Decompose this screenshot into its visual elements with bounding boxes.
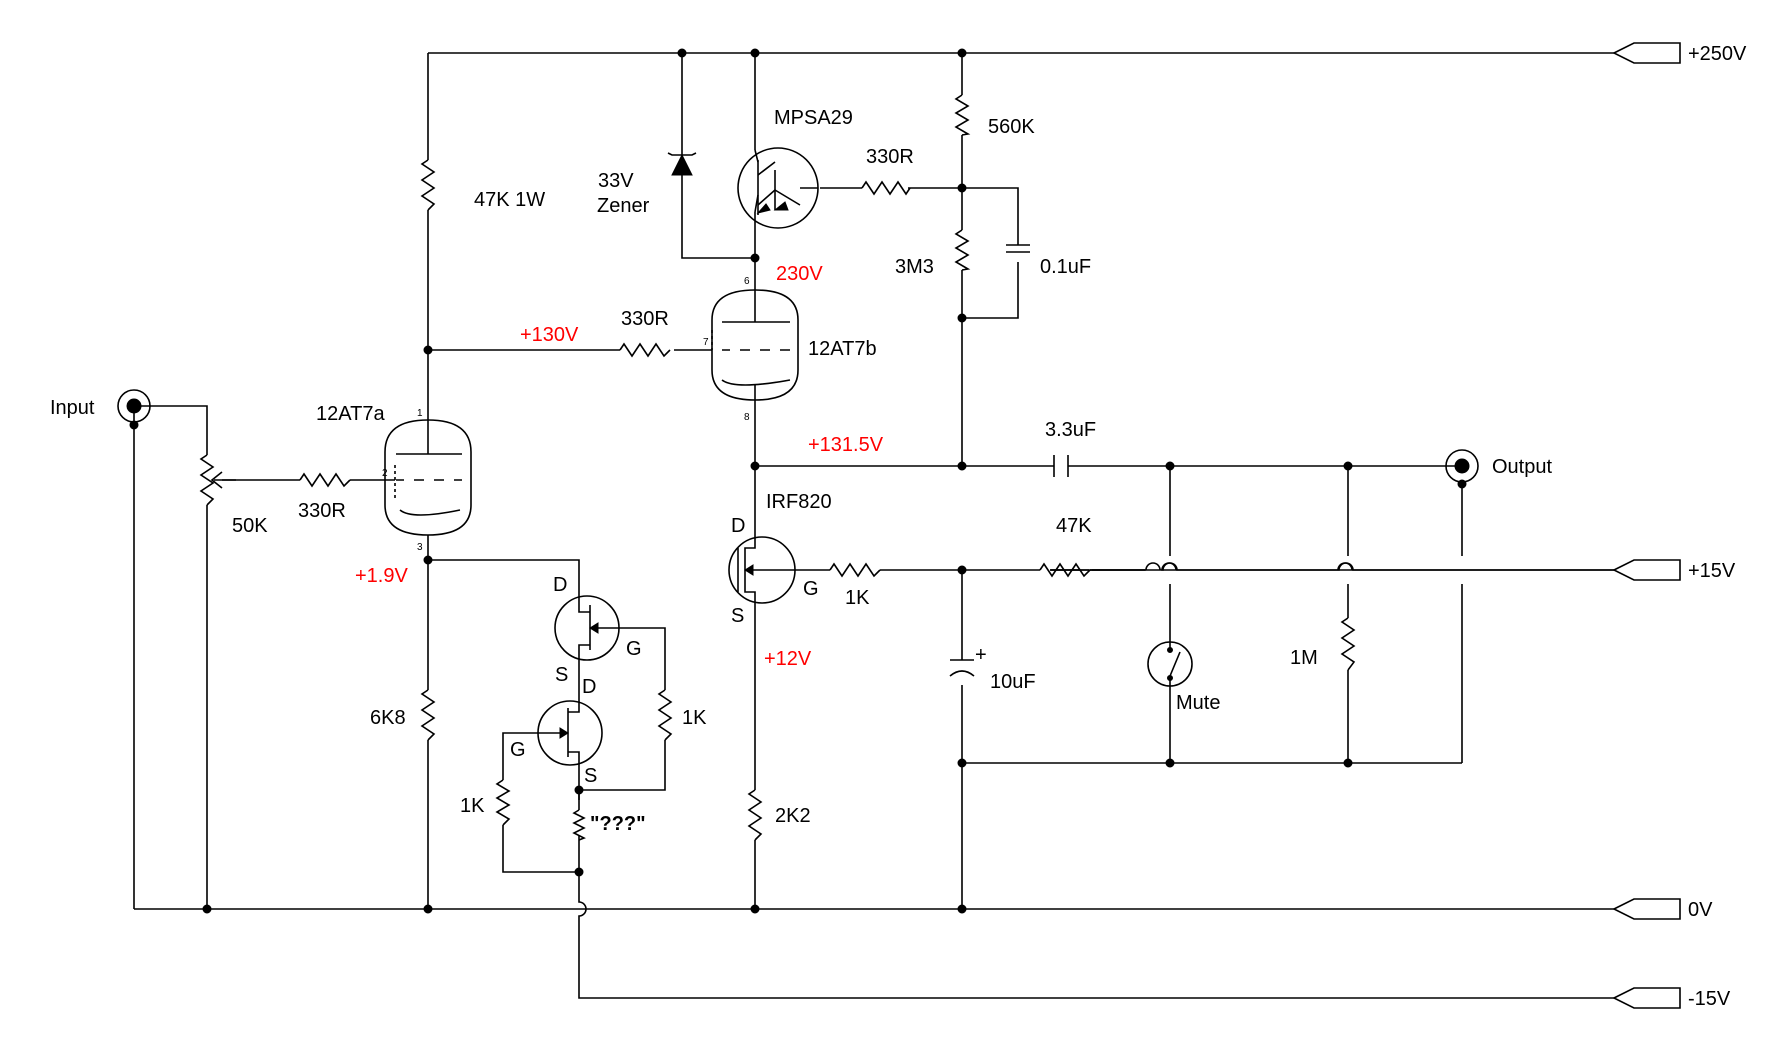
resistor-1k-gate <box>829 562 881 578</box>
voltage-131-5v: +131.5V <box>808 434 884 456</box>
tube-b-pin-6: 6 <box>744 276 750 287</box>
resistor-unknown <box>572 809 586 841</box>
jfet-upper-d-pin: D <box>553 574 567 596</box>
r-unknown-label: "???" <box>590 813 646 835</box>
resistor-1k-jfet2 <box>495 779 511 826</box>
resistor-3m3 <box>954 229 971 271</box>
irf820-label: IRF820 <box>766 491 832 513</box>
voltage-12v: +12V <box>764 648 812 670</box>
r-47k-1w-label: 47K 1W <box>474 189 545 211</box>
rail-minus15-label: -15V <box>1688 988 1731 1010</box>
potentiometer-50k <box>199 454 236 506</box>
terminal-flags <box>1612 42 1681 1009</box>
rail-plus250-label: +250V <box>1688 43 1747 65</box>
jfet-upper-s-pin: S <box>555 664 568 686</box>
tube-a-pin-1: 1 <box>417 408 423 419</box>
jfet-upper <box>554 595 620 661</box>
jfet-upper-g-pin: G <box>626 638 642 660</box>
irf820-g-pin: G <box>803 578 819 600</box>
r-330r-grid-b-label: 330R <box>621 308 669 330</box>
voltage-230v: 230V <box>776 263 823 285</box>
jfet-lower-g-pin: G <box>510 739 526 761</box>
c-10uf-plus: + <box>975 644 987 666</box>
tube-a-pin-3: 3 <box>417 542 423 553</box>
r-47k-label: 47K <box>1056 515 1092 537</box>
r-6k8-label: 6K8 <box>370 707 406 729</box>
resistor-330r-grid-a <box>299 472 351 488</box>
zener-diode <box>667 152 697 176</box>
mute-switch <box>1147 641 1193 687</box>
resistor-1k-jfet1 <box>657 689 673 741</box>
resistor-2k2 <box>747 789 763 841</box>
rail-zero-label: 0V <box>1688 899 1713 921</box>
tube-b-label: 12AT7b <box>808 338 877 360</box>
voltage-130v: +130V <box>520 324 579 346</box>
irf820-s-pin: S <box>731 605 744 627</box>
pot-50k-label: 50K <box>232 515 268 537</box>
capacitor-3-3uf <box>1053 455 1069 477</box>
resistor-560k <box>954 94 971 136</box>
tube-b-pin-7: 7 <box>703 337 709 348</box>
tube-a-pin-2: 2 <box>382 468 388 479</box>
output-label: Output <box>1492 456 1552 478</box>
resistor-330r-grid-b <box>619 342 671 358</box>
input-label: Input <box>50 397 95 419</box>
r-560k-label: 560K <box>988 116 1035 138</box>
jfet-lower-s-pin: S <box>584 765 597 787</box>
tube-12at7a <box>384 419 472 536</box>
junction-dots <box>129 48 1467 914</box>
r-2k2-label: 2K2 <box>775 805 811 827</box>
r-330r-top-label: 330R <box>866 146 914 168</box>
resistor-330r-top <box>861 180 911 196</box>
input-jack-icon <box>117 389 151 423</box>
zener-value-label: 33V <box>598 170 634 192</box>
mosfet-irf820 <box>728 520 800 604</box>
mute-label: Mute <box>1176 692 1220 714</box>
r-1m-label: 1M <box>1290 647 1318 669</box>
transistor-mpsa29 <box>737 147 819 229</box>
r-330r-grid-a-label: 330R <box>298 500 346 522</box>
c-0-1uf-label: 0.1uF <box>1040 256 1091 278</box>
jfet-lower-d-pin: D <box>582 676 596 698</box>
rail-plus15-label: +15V <box>1688 560 1736 582</box>
zener-label: Zener <box>597 195 650 217</box>
tube-12at7b <box>711 270 799 401</box>
c-10uf-label: 10uF <box>990 671 1036 693</box>
r-3m3-label: 3M3 <box>895 256 934 278</box>
capacitor-0-1uf <box>1006 244 1030 253</box>
voltage-1-9v: +1.9V <box>355 565 408 587</box>
capacitor-10uf <box>949 659 975 677</box>
r-1k-jfet1-label: 1K <box>682 707 707 729</box>
tube-b-pin-8: 8 <box>744 412 750 423</box>
output-jack-icon <box>1445 449 1479 483</box>
resistor-47k <box>1039 562 1091 578</box>
resistor-47k-1w <box>420 159 436 211</box>
irf820-d-pin: D <box>731 515 745 537</box>
resistor-1m <box>1340 617 1356 671</box>
r-1k-gate-label: 1K <box>845 587 870 609</box>
tube-a-label: 12AT7a <box>316 403 385 425</box>
r-1k-jfet2-label: 1K <box>460 795 485 817</box>
resistor-6k8 <box>420 689 436 741</box>
mpsa29-label: MPSA29 <box>774 107 853 129</box>
c-3-3uf-label: 3.3uF <box>1045 419 1096 441</box>
jfet-lower <box>537 700 603 766</box>
